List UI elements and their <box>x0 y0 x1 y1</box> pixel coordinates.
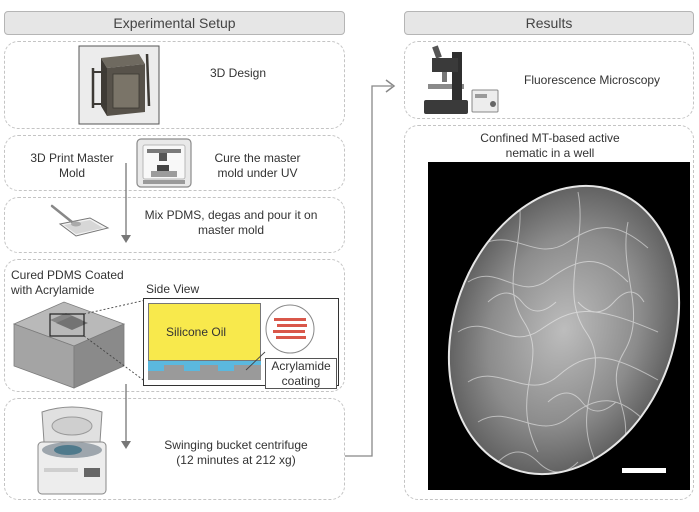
cured-label: Cured PDMS Coated with Acrylamide <box>11 268 124 297</box>
3d-printer-icon <box>136 138 192 188</box>
mix-label-line1: Mix PDMS, degas and pour it on <box>144 208 318 222</box>
nematic-fluorescence-image <box>428 162 690 490</box>
print-label-line1: 3D Print Master <box>30 151 114 165</box>
results-header: Results <box>404 11 694 35</box>
acrylamide-label: Acrylamide coating <box>265 358 337 389</box>
silicone-oil-label: Silicone Oil <box>166 325 227 339</box>
setup-header: Experimental Setup <box>4 11 345 35</box>
acrylamide-zoom-icon <box>265 304 315 354</box>
mix-label: Mix PDMS, degas and pour it on master mo… <box>133 208 329 237</box>
design-label: 3D Design <box>210 66 267 80</box>
centrifuge-label: Swinging bucket centrifuge (12 minutes a… <box>146 438 326 467</box>
arrow-setup-to-results <box>345 85 392 457</box>
centrifuge-label-line2: (12 minutes at 212 xg) <box>176 452 296 467</box>
print-label: 3D Print Master Mold <box>22 151 122 180</box>
centrifuge-icon <box>37 406 107 495</box>
nematic-label-line2: nematic in a well <box>505 145 595 160</box>
pdms-block-icon <box>12 301 126 389</box>
nematic-label-line1: Confined MT-based active <box>480 131 620 145</box>
print-label-line2: Mold <box>58 165 85 180</box>
silicone-oil-layer <box>148 303 261 361</box>
mix-label-line2: master mold <box>197 222 265 237</box>
acrylamide-label-line2: coating <box>281 373 321 388</box>
3d-design-icon <box>78 45 160 125</box>
scale-bar <box>622 468 666 473</box>
cured-label-line1: Cured PDMS Coated <box>11 268 124 282</box>
centrifuge-label-line1: Swinging bucket centrifuge <box>164 438 308 452</box>
design-panel <box>4 41 345 129</box>
microscopy-label: Fluorescence Microscopy <box>524 73 661 87</box>
cure-label-line1: Cure the master <box>214 151 301 165</box>
pdms-dish-icon <box>50 204 110 237</box>
arrowhead-results <box>385 79 396 93</box>
arrowhead-centrifuge <box>121 441 131 449</box>
side-view-label: Side View <box>146 282 200 296</box>
cure-label: Cure the master mold under UV <box>200 151 315 180</box>
cured-label-line2: with Acrylamide <box>11 282 95 297</box>
microscope-icon <box>424 45 499 114</box>
arrowhead-mix <box>121 235 131 243</box>
coating-cross-section <box>148 361 261 380</box>
cure-label-line2: mold under UV <box>217 165 298 180</box>
nematic-label: Confined MT-based active nematic in a we… <box>430 131 670 160</box>
acrylamide-label-line1: Acrylamide <box>271 359 331 373</box>
